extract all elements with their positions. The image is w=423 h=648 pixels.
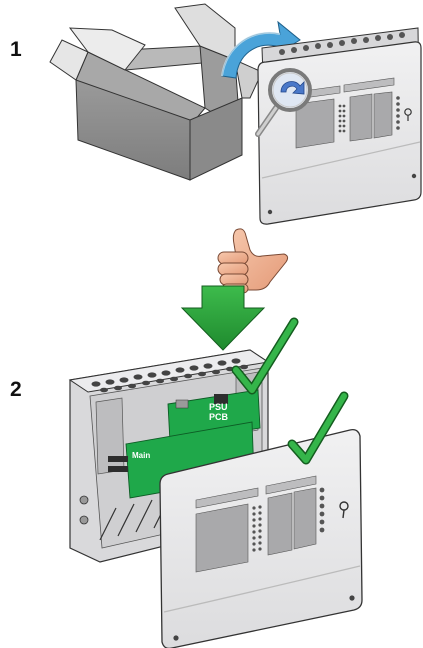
main-pcb-label: Main	[132, 451, 150, 460]
control-panel-unpacked	[257, 27, 422, 225]
cable-knockouts	[279, 32, 405, 55]
key-icon	[339, 501, 349, 519]
panel-front-cover	[159, 428, 363, 648]
psu-pcb-label-line1: PSU	[209, 402, 228, 412]
checkmark-icon	[231, 317, 299, 395]
psu-pcb-label-line2: PCB	[209, 412, 229, 422]
thumbs-up-icon	[217, 228, 289, 294]
checkmark-icon	[287, 391, 349, 465]
down-arrow-icon	[180, 285, 266, 351]
key-icon	[404, 108, 412, 121]
step-number-2: 2	[10, 378, 22, 401]
step-number-1: 1	[10, 38, 22, 61]
rotate-arrow-icon	[221, 20, 301, 79]
cardboard-box	[49, 3, 263, 181]
magnifier-icon	[255, 68, 312, 137]
cable-knockouts	[91, 358, 248, 393]
